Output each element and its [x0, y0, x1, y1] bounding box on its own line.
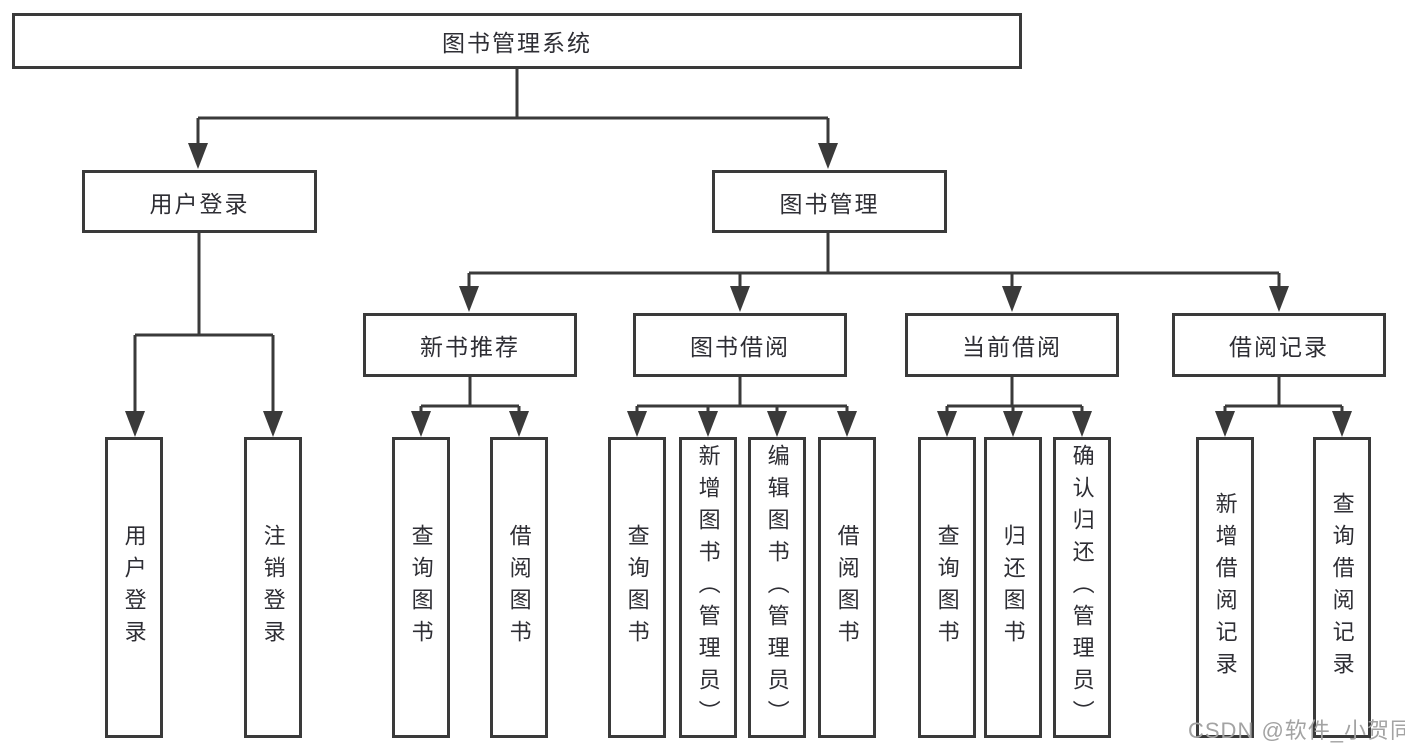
- node-current-borrow: 当前借阅: [905, 313, 1119, 377]
- csdn-watermark: CSDN @软件_小贺同学: [1188, 718, 1405, 743]
- leaf-add-borrow-record: 新增借阅记录: [1196, 437, 1254, 738]
- connector-new-book-children: [419, 377, 521, 420]
- arrow-down-icon: [1072, 411, 1092, 437]
- arrow-down-icon: [698, 411, 718, 437]
- connector-user-login-children: [133, 233, 275, 418]
- leaf-borrow-books: 借阅图书: [818, 437, 876, 738]
- leaf-query-books-recommend: 查询图书: [392, 437, 450, 738]
- leaf-label: 查询图书: [934, 523, 960, 652]
- arrow-down-icon: [1215, 411, 1235, 437]
- arrow-down-icon: [188, 143, 208, 169]
- leaf-edit-book-admin: 编辑图书（管理员）: [748, 437, 806, 738]
- arrow-down-icon: [837, 411, 857, 437]
- node-book-management: 图书管理: [712, 170, 947, 233]
- leaf-label: 借阅图书: [834, 523, 860, 652]
- leaf-label: 注销登录: [260, 523, 286, 652]
- arrow-down-icon: [627, 411, 647, 437]
- leaf-logout: 注销登录: [244, 437, 302, 738]
- leaf-query-books-current: 查询图书: [918, 437, 976, 738]
- arrow-down-icon: [767, 411, 787, 437]
- leaf-label: 查询图书: [408, 523, 434, 652]
- leaf-label: 查询图书: [624, 523, 650, 652]
- arrow-down-icon: [459, 286, 479, 312]
- leaf-add-book-admin: 新增图书（管理员）: [679, 437, 737, 738]
- node-new-book-recommend: 新书推荐: [363, 313, 577, 377]
- leaf-confirm-return-admin: 确认归还（管理员）: [1053, 437, 1111, 738]
- leaf-label: 查询借阅记录: [1329, 491, 1355, 684]
- leaf-label: 新增借阅记录: [1212, 491, 1238, 684]
- leaf-query-borrow-record: 查询借阅记录: [1313, 437, 1371, 738]
- arrow-down-icon: [509, 411, 529, 437]
- leaf-user-login: 用户登录: [105, 437, 163, 738]
- arrow-down-icon: [263, 411, 283, 437]
- arrow-down-icon: [1003, 411, 1023, 437]
- node-user-login: 用户登录: [82, 170, 317, 233]
- arrow-down-icon: [1269, 286, 1289, 312]
- arrow-down-icon: [1332, 411, 1352, 437]
- connector-book-borrow-children: [635, 377, 849, 420]
- arrow-down-icon: [411, 411, 431, 437]
- leaf-query-books-borrow: 查询图书: [608, 437, 666, 738]
- node-root: 图书管理系统: [12, 13, 1022, 69]
- connector-borrow-record-children: [1223, 377, 1344, 420]
- node-book-borrow: 图书借阅: [633, 313, 847, 377]
- leaf-label: 用户登录: [121, 523, 147, 652]
- arrow-down-icon: [937, 411, 957, 437]
- leaf-label: 归还图书: [1000, 523, 1026, 652]
- leaf-label: 确认归还（管理员）: [1069, 443, 1095, 732]
- node-borrow-records: 借阅记录: [1172, 313, 1386, 377]
- leaf-return-book: 归还图书: [984, 437, 1042, 738]
- arrow-down-icon: [818, 143, 838, 169]
- leaf-borrow-books-recommend: 借阅图书: [490, 437, 548, 738]
- arrow-down-icon: [125, 411, 145, 437]
- leaf-label: 新增图书（管理员）: [695, 443, 721, 732]
- connector-root-to-level2: [196, 69, 830, 150]
- arrow-down-icon: [1002, 286, 1022, 312]
- connector-book-management-to-level3: [467, 233, 1281, 294]
- arrow-down-icon: [730, 286, 750, 312]
- leaf-label: 借阅图书: [506, 523, 532, 652]
- leaf-label: 编辑图书（管理员）: [764, 443, 790, 732]
